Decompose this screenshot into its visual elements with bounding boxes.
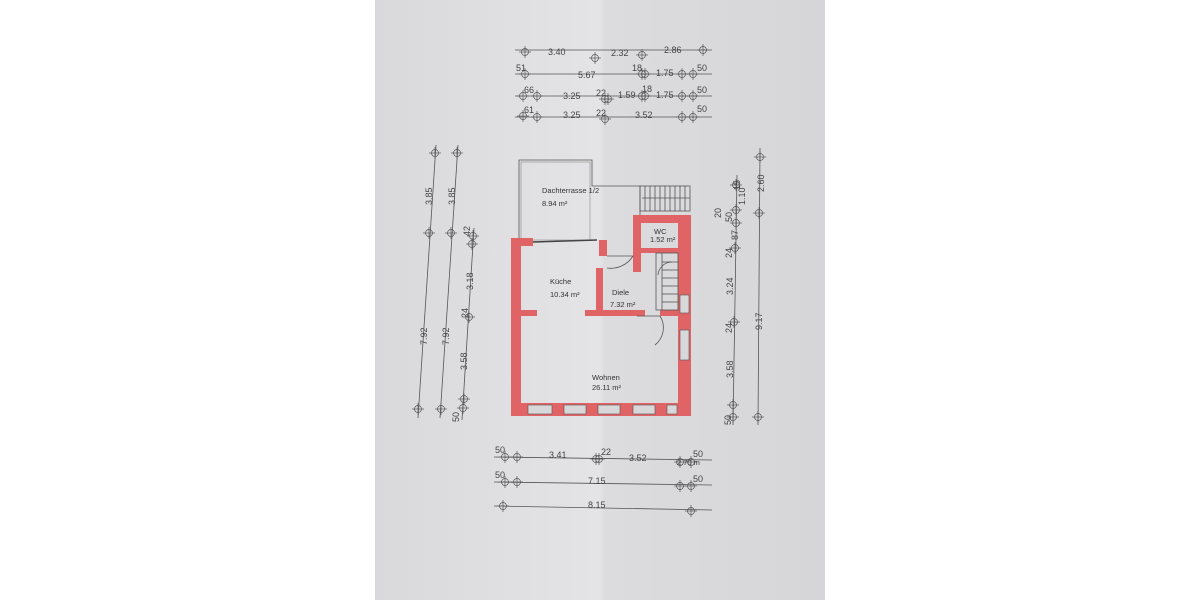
floor-plan: Dachterrasse 1/2 8.94 m² WC 1.52 m² Küch… <box>511 159 691 416</box>
dim-label: 2.86 <box>664 45 682 55</box>
dim-label: 1.75 <box>656 68 674 78</box>
dim-label: 3.58 <box>725 360 735 378</box>
dim-label: 87 <box>730 230 740 240</box>
dim-label: 3.85 <box>447 187 457 205</box>
dim-label: 22 <box>596 108 606 118</box>
dim-label: 24 <box>724 248 734 258</box>
dim-label: 8.15 <box>588 500 606 510</box>
svg-text:Wohnen: Wohnen <box>592 373 620 382</box>
room-kueche: Küche 10.34 m² <box>550 277 580 299</box>
dim-label: 3.52 <box>635 110 653 120</box>
dim-label: 9.17 <box>754 312 764 330</box>
dim-label: 5.67 <box>578 70 596 80</box>
dim-label: 3.25 <box>563 110 581 120</box>
outside-stairs <box>639 185 691 212</box>
svg-text:10.34 m²: 10.34 m² <box>550 290 580 299</box>
svg-text:WC: WC <box>654 227 667 236</box>
dim-label: 22 <box>596 88 606 98</box>
dim-label: 50 <box>697 63 707 73</box>
dim-label: 3.58 <box>459 352 469 370</box>
left-dimensions: 3.85 7.92 3.85 7.92 42 3.18 24 3.58 50 <box>411 144 480 422</box>
dim-label: 1.10 <box>737 187 747 205</box>
dim-note: 2.70 m <box>677 458 700 467</box>
dim-label: 24 <box>460 308 470 318</box>
room-wohnen: Wohnen 26.11 m² <box>592 373 622 392</box>
dim-label: 1.59 <box>618 90 636 100</box>
dim-label: 3.18 <box>465 272 475 290</box>
dim-label: 7.15 <box>588 476 606 486</box>
svg-text:8.94 m²: 8.94 m² <box>542 199 568 208</box>
dim-label: 18 <box>632 63 642 73</box>
dim-label: 42 <box>462 226 472 236</box>
dim-label: 1.75 <box>656 90 674 100</box>
svg-text:Diele: Diele <box>612 288 629 297</box>
room-diele: Diele 7.32 m² <box>610 288 636 309</box>
dim-label: 50 <box>693 474 703 484</box>
dim-label: 50 <box>693 449 703 459</box>
room-dachterrasse: Dachterrasse 1/2 8.94 m² <box>542 186 599 208</box>
dim-label: 50 <box>697 85 707 95</box>
dim-label: 50 <box>495 445 505 455</box>
dim-label: 50 <box>451 412 461 422</box>
svg-text:Küche: Küche <box>550 277 571 286</box>
dim-label: 50 <box>697 104 707 114</box>
dim-label: 22 <box>601 447 611 457</box>
top-dimensions: 3.40 2.32 2.86 51 5.67 18 1.75 50 66 3.2… <box>515 43 712 126</box>
dim-label: 66 <box>524 85 534 95</box>
dim-label: 24 <box>724 323 734 333</box>
dim-label: 50 <box>723 415 733 425</box>
dim-label: 61 <box>524 105 534 115</box>
dim-label: 3.40 <box>548 47 566 57</box>
inside-stairs <box>655 252 679 311</box>
dim-label: 7.92 <box>419 327 429 345</box>
dim-label: 20 <box>713 208 723 218</box>
dim-label: 50 <box>724 212 734 222</box>
windows <box>527 239 690 415</box>
dim-label: 2.60 <box>756 174 766 192</box>
svg-text:1.52 m²: 1.52 m² <box>650 235 676 244</box>
dim-label: 2.32 <box>611 48 629 58</box>
dim-label: 7.92 <box>441 327 451 345</box>
svg-text:26.11 m²: 26.11 m² <box>592 383 622 392</box>
dim-label: 3.52 <box>629 453 647 463</box>
dim-label: 51 <box>516 63 526 73</box>
bottom-dimensions: 50 3.41 22 3.52 50 2.70 m 50 7.15 50 8.1… <box>493 445 713 518</box>
dim-label: 3.41 <box>549 450 567 460</box>
dim-label: 3.85 <box>424 187 434 205</box>
svg-text:7.32 m²: 7.32 m² <box>610 300 636 309</box>
dim-label: 50 <box>495 470 505 480</box>
svg-text:Dachterrasse 1/2: Dachterrasse 1/2 <box>542 186 599 195</box>
dim-label: 3.25 <box>563 91 581 101</box>
dim-label: 18 <box>642 84 652 94</box>
dim-label: 3.24 <box>725 277 735 295</box>
room-wc: WC 1.52 m² <box>650 227 676 244</box>
door-swing <box>606 255 634 269</box>
terrace-outline <box>518 159 641 240</box>
dim-label: 15 <box>732 180 742 190</box>
door-swing <box>637 315 664 346</box>
right-dimensions: 15 1.10 20 50 87 24 3.24 24 3.58 50 2.60… <box>713 147 767 426</box>
